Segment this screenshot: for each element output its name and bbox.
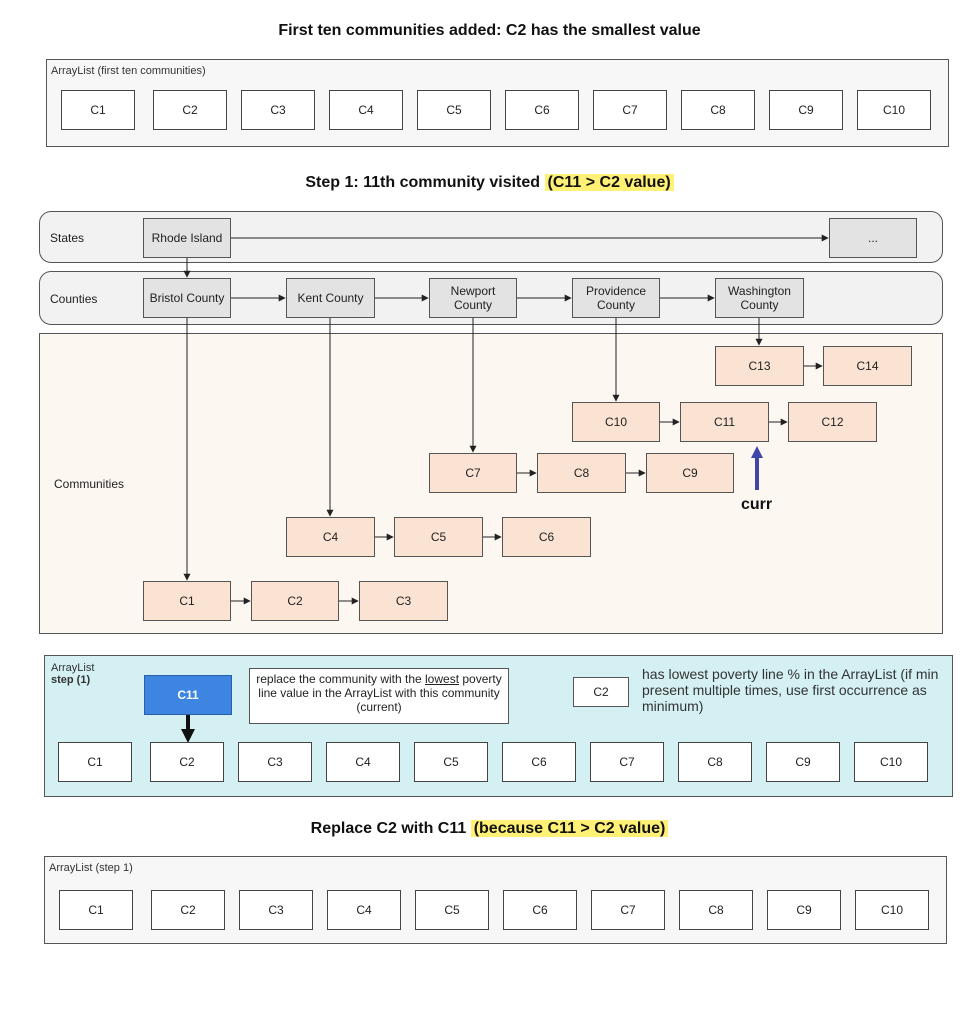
array-cell-target: C2 <box>150 742 224 782</box>
states-lane-label: States <box>50 231 85 245</box>
state-node-rhode-island: Rhode Island <box>143 218 231 258</box>
county-node: Kent County <box>286 278 375 318</box>
array-cell: C8 <box>678 742 752 782</box>
arraylist-step1-label: ArrayList (step 1) <box>49 862 133 874</box>
community-node: C2 <box>251 581 339 621</box>
array-cell: C10 <box>857 90 931 130</box>
community-node: C3 <box>359 581 448 621</box>
min-community-box: C2 <box>573 677 629 707</box>
arraylist-initial-label: ArrayList (first ten communities) <box>51 65 206 77</box>
arraylist-initial-row: C1 C2 C3 C4 C5 C6 C7 C8 C9 C10 <box>61 90 931 130</box>
array-cell: C9 <box>767 890 841 930</box>
community-node: C14 <box>823 346 912 386</box>
county-node: Washington County <box>715 278 804 318</box>
array-cell: C4 <box>329 90 403 130</box>
county-node: Providence County <box>572 278 660 318</box>
county-node: Bristol County <box>143 278 231 318</box>
arraylist-step1-panel: ArrayList (step 1) C1 C2 C3 C4 C5 C6 C7 … <box>44 856 947 944</box>
array-cell: C1 <box>59 890 133 930</box>
array-cell: C7 <box>591 890 665 930</box>
array-cell: C2 <box>151 890 225 930</box>
array-cell: C6 <box>502 742 576 782</box>
community-node: C13 <box>715 346 804 386</box>
curr-label: curr <box>741 496 773 513</box>
community-node: C6 <box>502 517 591 557</box>
step1-panel-label-line2: step (1) <box>51 674 91 686</box>
instruction-text-b: poverty line value in the ArrayList with… <box>258 672 502 714</box>
community-node: C10 <box>572 402 660 442</box>
array-cell: C2 <box>153 90 227 130</box>
instruction-text-underlined: lowest <box>425 672 460 686</box>
array-cell: C8 <box>679 890 753 930</box>
community-node: C8 <box>537 453 626 493</box>
array-cell: C9 <box>766 742 840 782</box>
array-cell: C1 <box>58 742 132 782</box>
array-cell: C5 <box>417 90 491 130</box>
community-node: C7 <box>429 453 517 493</box>
arraylist-step1-row: C1 C2 C3 C4 C5 C6 C7 C8 C9 C10 <box>59 890 929 930</box>
community-node: C4 <box>286 517 375 557</box>
communities-lane-label: Communities <box>54 477 125 491</box>
array-cell: C3 <box>239 890 313 930</box>
step1-panel-label: ArrayList step (1) <box>51 662 94 686</box>
array-cell: C8 <box>681 90 755 130</box>
title-step1: Step 1: 11th community visited (C11 > C2… <box>0 174 979 192</box>
array-cell: C6 <box>503 890 577 930</box>
array-cell: C10 <box>854 742 928 782</box>
title-replace-highlight: (because C11 > C2 value) <box>470 820 669 837</box>
community-node: C9 <box>646 453 734 493</box>
array-cell: C1 <box>61 90 135 130</box>
array-cell: C3 <box>241 90 315 130</box>
array-cell: C5 <box>414 742 488 782</box>
title-replace: Replace C2 with C11 (because C11 > C2 va… <box>0 820 979 838</box>
community-node: C12 <box>788 402 877 442</box>
title-step1-highlight: (C11 > C2 value) <box>544 174 674 191</box>
county-node: Newport County <box>429 278 517 318</box>
array-cell: C10 <box>855 890 929 930</box>
step1-arraylist-panel: ArrayList step (1) C11 replace the commu… <box>44 655 953 797</box>
array-cell: C3 <box>238 742 312 782</box>
title-first-ten: First ten communities added: C2 has the … <box>278 22 701 39</box>
counties-lane-label: Counties <box>50 292 98 306</box>
arraylist-initial-panel: ArrayList (first ten communities) C1 C2 … <box>46 59 949 147</box>
array-cell: C7 <box>593 90 667 130</box>
title-step1-text: Step 1: 11th community visited <box>305 174 545 191</box>
array-cell: C4 <box>326 742 400 782</box>
instruction-text-a: replace the community with the <box>256 672 426 686</box>
array-cell: C9 <box>769 90 843 130</box>
community-node: C1 <box>143 581 231 621</box>
community-node: C5 <box>394 517 483 557</box>
community-node-current: C11 <box>680 402 769 442</box>
state-node-more: ... <box>829 218 917 258</box>
array-cell: C7 <box>590 742 664 782</box>
min-note: has lowest poverty line % in the ArrayLi… <box>642 666 939 714</box>
array-cell: C4 <box>327 890 401 930</box>
title-replace-text: Replace C2 with C11 <box>310 820 471 837</box>
instruction-box: replace the community with the lowest po… <box>249 668 509 724</box>
array-cell: C6 <box>505 90 579 130</box>
step1-panel-label-line1: ArrayList <box>51 662 95 674</box>
array-cell: C5 <box>415 890 489 930</box>
step1-arraylist-row: C1 C2 C3 C4 C5 C6 C7 C8 C9 C10 <box>58 742 928 782</box>
current-community-node: C11 <box>144 675 232 715</box>
